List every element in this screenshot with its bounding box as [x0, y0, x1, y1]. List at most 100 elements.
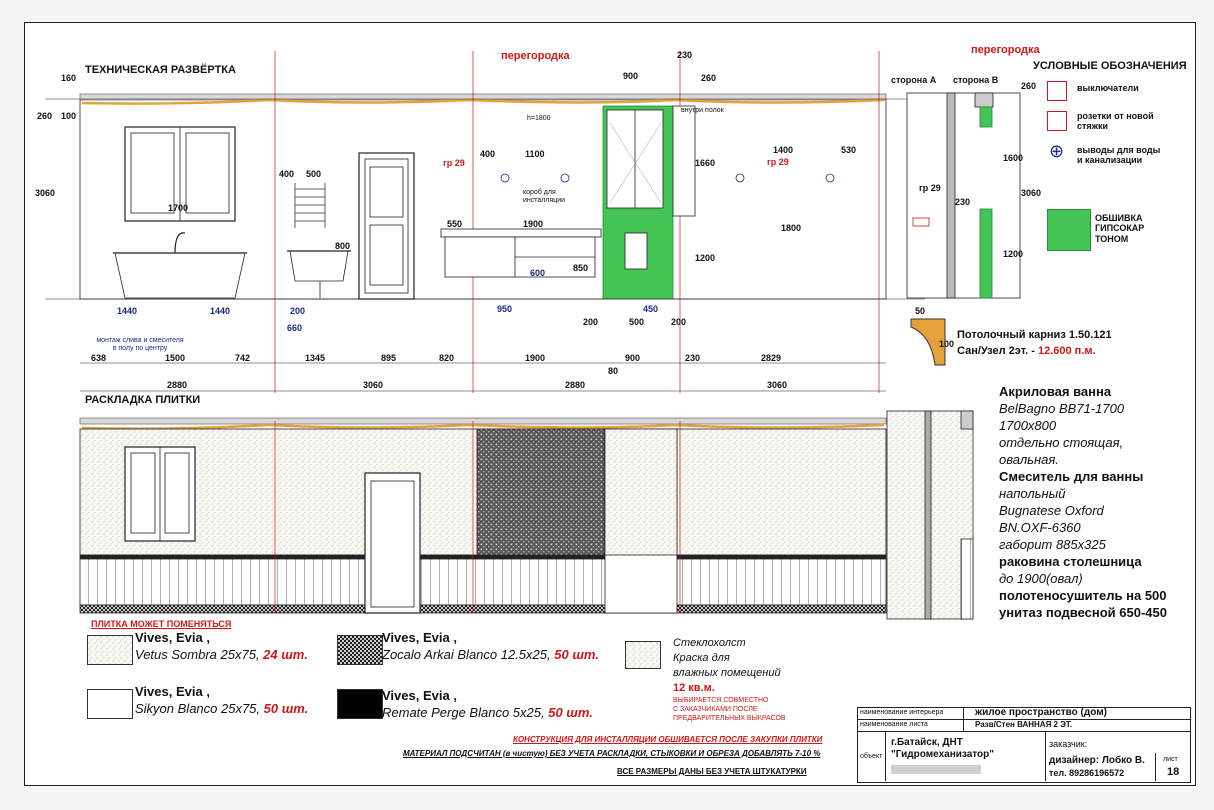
dim-w500: 500	[306, 169, 322, 179]
technical-elevation	[45, 51, 925, 393]
cornice-w: 50	[915, 306, 926, 316]
tile-note: ПЛИТКА МОЖЕТ ПОМЕНЯТЬСЯ	[91, 619, 232, 629]
dim-w900: 900	[623, 71, 639, 81]
spec-note-line: отдельно стоящая,	[999, 435, 1124, 450]
drywall-swatch	[1047, 209, 1091, 251]
tb-object-label: объект	[860, 753, 883, 760]
spec-note-line: Bugnatese Oxford	[999, 503, 1104, 518]
spec-note-line: раковина столешница	[999, 554, 1142, 569]
tile-0-qty: 24 шт.	[263, 647, 308, 662]
dim-b2: 742	[235, 353, 251, 363]
dim-w1900: 1900	[523, 219, 544, 229]
dim-b7: 900	[625, 353, 641, 363]
dim-w1700: 1700	[168, 203, 189, 213]
tile-2-name: Sikyon Blanco 25x75,	[135, 701, 261, 716]
tile-0-name: Vetus Sombra 25x75,	[135, 647, 260, 662]
tile-0-line: Vetus Sombra 25x75, 24 шт.	[135, 647, 308, 663]
wall-dim-2: 2880	[565, 380, 586, 390]
tile-0-brand: Vives, Evia ,	[135, 630, 210, 645]
section-gr29: гр 29	[919, 183, 941, 193]
dim-b3: 1345	[305, 353, 326, 363]
label-drain-mount: монтаж слива и смесителя в полу по центр…	[96, 337, 184, 353]
tile-2-qty: 50 шт.	[263, 701, 309, 716]
spec-note-line: габорит 885x325	[999, 537, 1106, 552]
side-section	[906, 92, 1021, 299]
paint-l2: Краска для	[673, 652, 730, 664]
cornice-line2-value: 12.600 п.м.	[1037, 345, 1096, 357]
socket-icon	[1047, 111, 1067, 131]
section-h1600: 1600	[1003, 153, 1024, 163]
tb-redacted	[891, 765, 981, 774]
dim-w950: 950	[497, 304, 513, 314]
cornice-line1: Потолочный карниз 1.50.121	[957, 329, 1112, 341]
towel-dryer-graphic	[294, 183, 326, 228]
wall-dim-0: 2880	[167, 380, 188, 390]
spec-note-line: BN.OXF-6360	[999, 520, 1081, 535]
dim-b9: 2829	[761, 353, 782, 363]
side-a-label: сторона А	[891, 75, 937, 85]
spec-note-line: Смеситель для ванны	[999, 469, 1144, 484]
footer-dims-note: ВСЕ РАЗМЕРЫ ДАНЫ БЕЗ УЧЕТА ШТУКАТУРКИ	[617, 767, 807, 776]
wall-dim-1: 3060	[363, 380, 384, 390]
paint-note2: С ЗАКАЗЧИКАМИ ПОСЛЕ	[673, 706, 758, 713]
paint-swatch	[625, 641, 661, 669]
legend-label-0: выключатели	[1077, 83, 1139, 93]
cornice-h: 100	[939, 339, 955, 349]
wall-dim-3: 3060	[767, 380, 788, 390]
tile-1-name: Zocalo Arkai Blanco 12.5x25,	[382, 647, 551, 662]
outlet-points	[500, 173, 835, 183]
dim-w200: 200	[290, 306, 306, 316]
dim-w1440b: 1440	[210, 306, 231, 316]
cornice-profile	[910, 318, 946, 366]
dim-w530: 530	[841, 145, 857, 155]
dim-h100: 100	[61, 111, 77, 121]
heading-tech: ТЕХНИЧЕСКАЯ РАЗВЁРТКА	[85, 64, 236, 76]
paint-l1: Стеклохолст	[673, 637, 746, 649]
label-gr29-a: гр 29	[443, 158, 465, 168]
tb-page-label: лист	[1163, 756, 1178, 763]
legend-label-1: розетки от новой стяжки	[1077, 111, 1154, 132]
heading-legend: УСЛОВНЫЕ ОБОЗНАЧЕНИЯ	[1033, 60, 1187, 72]
dim-h1800b: 1800	[781, 223, 802, 233]
paint-l3: влажных помещений	[673, 667, 781, 679]
tile-3-name: Remate Perge Blanco 5x25,	[382, 705, 545, 720]
section-h3060: 3060	[1021, 188, 1042, 198]
dim-w660: 660	[287, 323, 303, 333]
label-install-box: короб для инсталляции	[523, 189, 566, 205]
spec-note-line: до 1900(овал)	[999, 571, 1083, 586]
legend-label-2: выводы для воды и канализации	[1077, 145, 1161, 166]
technical-drawing	[45, 51, 1021, 620]
tb-designer: дизайнер: Лобко В.	[1049, 755, 1145, 766]
label-inside-shelves: внутри полок	[681, 107, 724, 114]
dim-w1440a: 1440	[117, 306, 138, 316]
paint-note3: ПРЕДВАРИТЕЛЬНЫХ ВЫКРАСОВ	[673, 715, 786, 722]
section-h1200: 1200	[1003, 249, 1024, 259]
switch-icon	[1047, 81, 1067, 101]
dim-h1660: 1660	[695, 158, 716, 168]
tb-interior-value: жилое пространство (дом)	[975, 707, 1107, 718]
dim-w500b: 500	[629, 317, 645, 327]
dim-w800: 800	[335, 241, 351, 251]
heading-layout: РАСКЛАДКА ПЛИТКИ	[85, 394, 201, 406]
spec-note-line: 1700x800	[999, 418, 1057, 433]
water-outlet-icon: ⊕	[1049, 141, 1065, 161]
partition-label-1: перегородка	[501, 50, 570, 62]
paint-note1: ВЫБИРАЕТСЯ СОВМЕСТНО	[673, 697, 769, 704]
tile-3-line: Remate Perge Blanco 5x25, 50 шт.	[382, 705, 593, 721]
tb-object-line1: г.Батайск, ДНТ	[891, 737, 963, 748]
tile-swatch-sikyon	[87, 689, 133, 719]
drawing-sheet: ТЕХНИЧЕСКАЯ РАЗВЁРТКА РАСКЛАДКА ПЛИТКИ У…	[24, 22, 1196, 786]
dim-h600: 600	[530, 268, 546, 278]
dim-h3060: 3060	[35, 188, 56, 198]
spec-note-line: напольный	[999, 486, 1066, 501]
partition-label-2: перегородка	[971, 44, 1040, 56]
tile-2-line: Sikyon Blanco 25x75, 50 шт.	[135, 701, 309, 717]
dim-b0: 638	[91, 353, 107, 363]
dim-b5: 820	[439, 353, 455, 363]
tb-customer-label: заказчик:	[1049, 739, 1088, 749]
dim-h850: 850	[573, 263, 589, 273]
tile-swatch-vetus	[87, 635, 133, 665]
dim-h1800: h=1800	[527, 115, 551, 122]
tile-layout-elevation	[79, 410, 974, 620]
tile-swatch-remate	[337, 689, 383, 719]
